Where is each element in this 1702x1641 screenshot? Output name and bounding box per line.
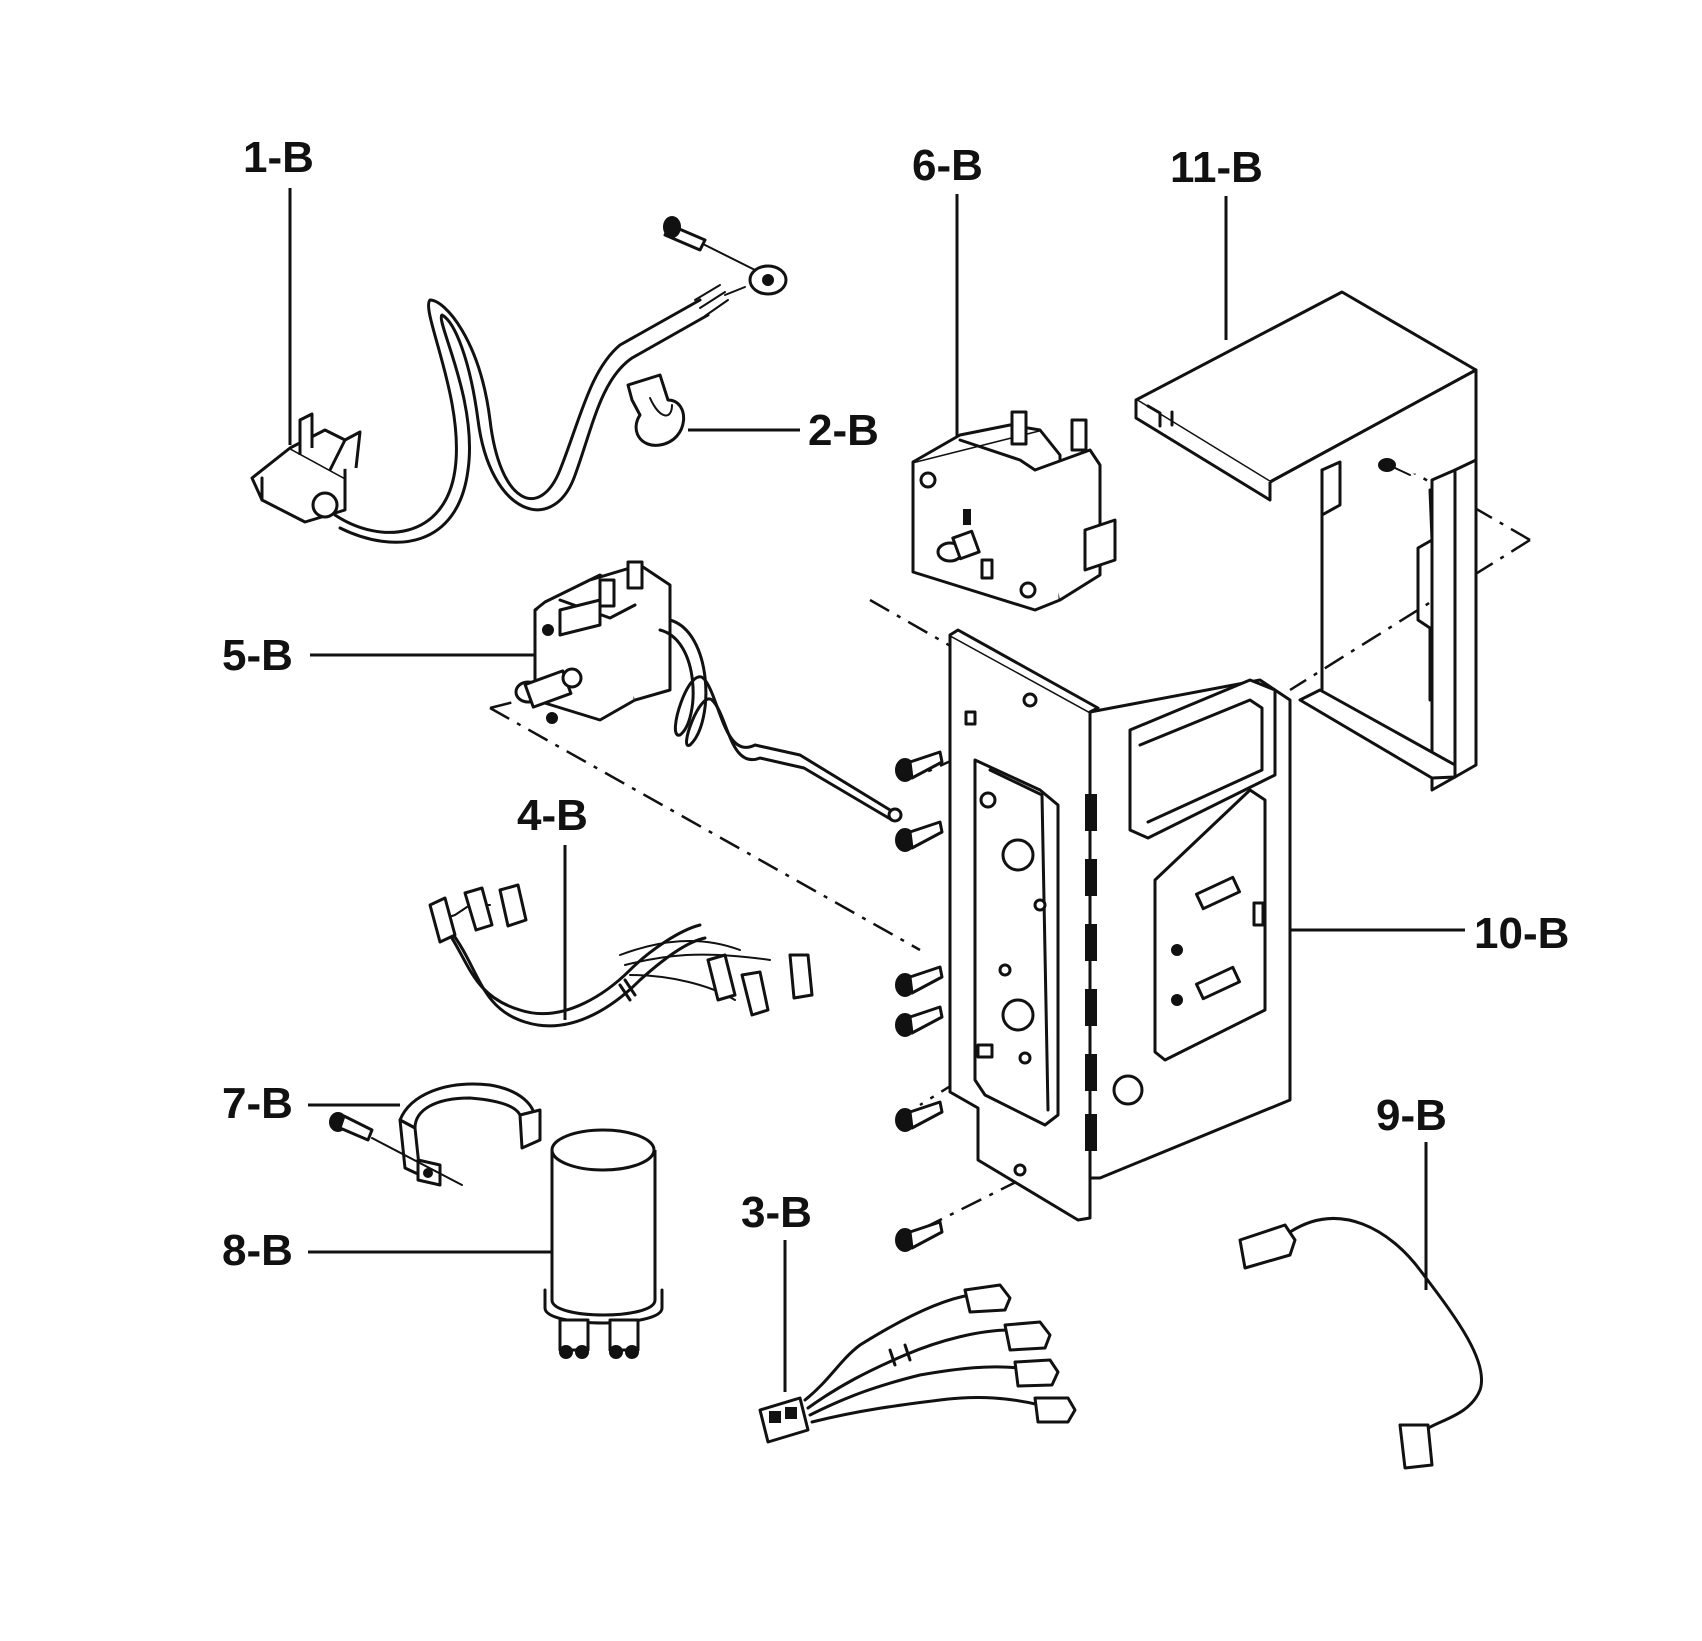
capacitor-part-8b [543, 1128, 664, 1359]
screw [895, 1005, 944, 1037]
capacitor-strap-part-7b [329, 1082, 542, 1187]
label-9-b: 9-B [1376, 1091, 1447, 1140]
cover-part-11b [1134, 290, 1478, 792]
screw [895, 820, 944, 852]
label-2-b: 2-B [808, 406, 879, 455]
selector-switch-part-6b [911, 410, 1117, 612]
screw [895, 1100, 944, 1132]
wire-harness-part-3b [758, 1283, 1077, 1444]
label-10-b: 10-B [1474, 909, 1569, 958]
label-8-b: 8-B [222, 1226, 293, 1275]
cord-clamp-part-2b [626, 373, 685, 447]
label-7-b: 7-B [222, 1079, 293, 1128]
jumper-wire-part-9b [1238, 1217, 1483, 1470]
mounting-screws [895, 750, 944, 1252]
label-4-b: 4-B [517, 791, 588, 840]
power-cord-part-1b [250, 216, 788, 544]
screw [895, 1220, 944, 1252]
label-3-b: 3-B [741, 1188, 812, 1237]
label-1-b: 1-B [243, 133, 314, 182]
label-6-b: 6-B [912, 141, 983, 190]
label-5-b: 5-B [222, 631, 293, 680]
screw [895, 965, 944, 997]
leader-lines [288, 188, 1465, 1392]
screw [895, 750, 944, 782]
wire-harness-part-4b [428, 883, 814, 1028]
label-11-b: 11-B [1170, 143, 1263, 192]
rotary-switch-part-5b [514, 560, 903, 823]
control-panel-part-10b [948, 628, 1292, 1222]
